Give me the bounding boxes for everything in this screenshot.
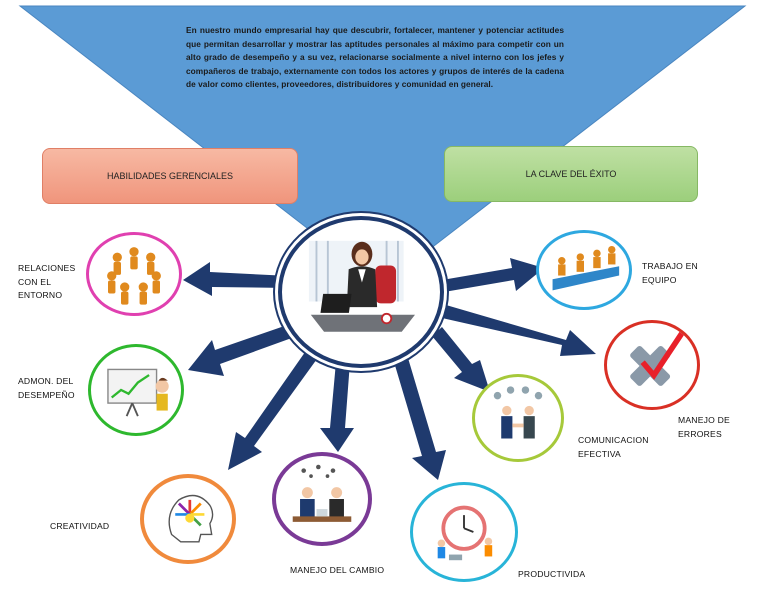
creative-head-icon — [144, 478, 232, 560]
circle-manejo-cambio — [272, 452, 372, 546]
label-relaciones-line: CON EL — [18, 276, 75, 290]
label-relaciones: RELACIONES CON EL ENTORNO — [18, 262, 75, 303]
label-manejo-errores-line: ERRORES — [678, 428, 730, 442]
circle-productividad — [410, 482, 518, 582]
clock-productivity-icon — [413, 485, 515, 579]
performance-chart-icon — [91, 347, 181, 433]
label-relaciones-line: ENTORNO — [18, 289, 75, 303]
arrow-errores — [442, 305, 596, 356]
label-productividad-line: PRODUCTIVIDA — [518, 568, 585, 582]
change-meeting-icon — [276, 456, 368, 542]
label-manejo-errores-line: MANEJO DE — [678, 414, 730, 428]
intro-paragraph: En nuestro mundo empresarial hay que des… — [186, 24, 564, 92]
header-right-label: LA CLAVE DEL ÉXITO — [526, 169, 617, 179]
teamwork-puzzle-icon — [539, 233, 629, 307]
arrow-relaciones — [183, 262, 290, 296]
label-productividad: PRODUCTIVIDA — [518, 568, 585, 582]
label-admon: ADMON. DEL DESEMPEÑO — [18, 375, 75, 402]
header-clave-del-exito: LA CLAVE DEL ÉXITO — [444, 146, 698, 202]
label-relaciones-line: RELACIONES — [18, 262, 75, 276]
executive-woman-icon — [282, 220, 440, 364]
center-executive-circle — [278, 216, 444, 368]
handshake-icon — [475, 377, 561, 459]
arrow-creatividad — [228, 345, 322, 470]
arrow-cambio — [320, 362, 354, 452]
circle-creatividad — [140, 474, 236, 564]
circle-relaciones — [86, 232, 182, 316]
header-habilidades-gerenciales: HABILIDADES GERENCIALES — [42, 148, 298, 204]
arrow-equipo — [442, 258, 544, 292]
label-manejo-errores: MANEJO DE ERRORES — [678, 414, 730, 441]
arrow-comunicacion — [432, 327, 490, 392]
label-trabajo-equipo-line: EQUIPO — [642, 274, 698, 288]
label-trabajo-equipo-line: TRABAJO EN — [642, 260, 698, 274]
circle-admon — [88, 344, 184, 436]
label-manejo-cambio: MANEJO DEL CAMBIO — [290, 564, 384, 578]
circle-manejo-errores — [604, 320, 700, 410]
circle-trabajo-equipo — [536, 230, 632, 310]
label-comunicacion-line: EFECTIVA — [578, 448, 649, 462]
label-trabajo-equipo: TRABAJO EN EQUIPO — [642, 260, 698, 287]
arrow-admon — [188, 322, 300, 376]
label-creatividad-line: CREATIVIDAD — [50, 520, 109, 534]
label-creatividad: CREATIVIDAD — [50, 520, 109, 534]
label-comunicacion-line: COMUNICACION — [578, 434, 649, 448]
people-circle-icon — [89, 235, 179, 313]
label-manejo-cambio-line: MANEJO DEL CAMBIO — [290, 564, 384, 578]
label-comunicacion: COMUNICACION EFECTIVA — [578, 434, 649, 461]
circle-comunicacion — [472, 374, 564, 462]
label-admon-line: DESEMPEÑO — [18, 389, 75, 403]
error-x-check-icon — [607, 323, 697, 407]
label-admon-line: ADMON. DEL — [18, 375, 75, 389]
header-left-label: HABILIDADES GERENCIALES — [107, 171, 233, 181]
arrow-productividad — [394, 358, 446, 480]
